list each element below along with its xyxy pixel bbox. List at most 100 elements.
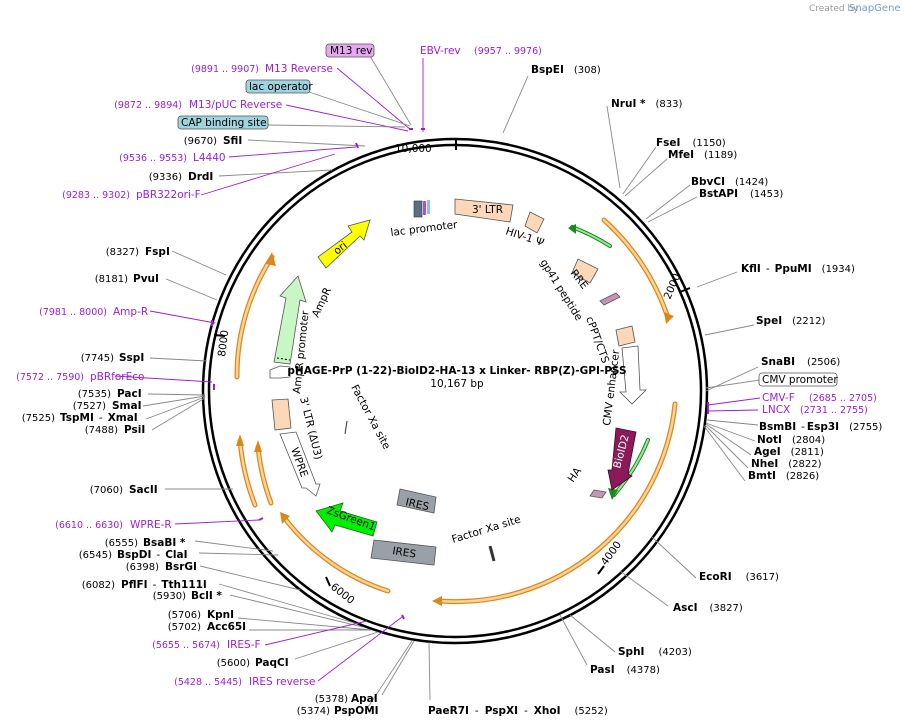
svg-text:(7535): (7535) (78, 389, 111, 400)
svg-text:EcoRI(3617): EcoRI(3617) (699, 571, 779, 583)
svg-text:(9536 .. 9553): (9536 .. 9553) (119, 153, 187, 164)
svg-text:(7525): (7525) (22, 413, 55, 424)
svg-text:(7060): (7060) (90, 485, 123, 496)
factorxa2-label: Factor Xa site (348, 383, 392, 452)
svg-text:PacI: PacI (117, 388, 142, 400)
svg-text:(9891 .. 9907): (9891 .. 9907) (191, 64, 259, 75)
ires1-feature (396, 488, 437, 514)
svg-text:ApaI: ApaI (351, 693, 378, 705)
primer-labels: EBV-rev (9957 .. 9976) (9891 .. 9907) M1… (16, 45, 877, 688)
svg-text:SpeI(2212): SpeI(2212) (756, 315, 825, 327)
svg-text:BstAPI(1453): BstAPI(1453) (699, 188, 783, 200)
factorxa1-feature (488, 545, 496, 562)
svg-text:TspMI-XmaI: TspMI-XmaI (60, 412, 138, 424)
cmv-enhancer-feature (619, 345, 647, 405)
svg-text:pBR322ori-F: pBR322ori-F (136, 189, 201, 201)
ltr5-feature: 3' LTR (454, 198, 545, 234)
bioid2-feature (607, 427, 637, 491)
svg-text:Amp-R: Amp-R (113, 306, 148, 318)
svg-text:IRES-F: IRES-F (227, 639, 261, 651)
svg-text:(9336): (9336) (149, 172, 182, 183)
svg-text:WPRE-R: WPRE-R (130, 519, 172, 531)
svg-text:(6545): (6545) (79, 550, 112, 561)
svg-text:lac operator: lac operator (249, 81, 313, 93)
svg-text:BspDI-ClaI: BspDI-ClaI (117, 549, 188, 561)
svg-text:FspI: FspI (145, 246, 170, 258)
lac-promoter-label: lac promoter (390, 219, 459, 239)
svg-text:(8181): (8181) (95, 274, 128, 285)
credit-text: Created by (809, 4, 859, 14)
svg-text:(5374): (5374) (297, 706, 330, 717)
svg-text:PspOMI: PspOMI (334, 705, 379, 717)
svg-text:(2685 .. 2705): (2685 .. 2705) (809, 393, 877, 404)
svg-text:(5428 .. 5445): (5428 .. 5445) (174, 677, 242, 688)
svg-text:(6398): (6398) (126, 562, 159, 573)
tick-label-2000: 2000 (662, 272, 683, 301)
svg-text:LNCX: LNCX (762, 404, 790, 416)
svg-text:(7488): (7488) (85, 425, 118, 436)
rre-feature (571, 258, 599, 284)
svg-text:PvuI: PvuI (133, 273, 159, 285)
svg-text:(5706): (5706) (168, 610, 201, 621)
ha-feature (589, 489, 607, 499)
svg-text:(9957 .. 9976): (9957 .. 9976) (474, 46, 542, 57)
svg-text:CMV-F: CMV-F (762, 392, 795, 404)
snapgene-logo: SnapGene (849, 3, 901, 14)
svg-text:(6610 .. 6630): (6610 .. 6630) (55, 520, 123, 531)
svg-text:PflFI-Tth111I: PflFI-Tth111I (121, 579, 207, 591)
primer-ticks (211, 128, 709, 620)
svg-text:IRES reverse: IRES reverse (249, 676, 316, 688)
ires2-feature (370, 539, 437, 566)
ori-feature (317, 219, 371, 269)
ampr-label: AmpR (310, 286, 334, 320)
svg-text:(5600): (5600) (217, 658, 250, 669)
svg-text:SnaBI(2506): SnaBI(2506) (761, 356, 840, 368)
svg-text:SfiI: SfiI (223, 135, 242, 147)
svg-text:(5655 .. 5674): (5655 .. 5674) (152, 640, 220, 651)
svg-text:(2731 .. 2755): (2731 .. 2755) (800, 405, 868, 416)
svg-text:(9670): (9670) (184, 136, 217, 147)
svg-text:SmaI: SmaI (112, 400, 142, 412)
svg-text:PaeR7I-PspXI-XhoI(5252): PaeR7I-PspXI-XhoI(5252) (428, 705, 608, 717)
svg-text:(6082): (6082) (82, 580, 115, 591)
svg-text:SphI(4203): SphI(4203) (618, 646, 692, 658)
svg-text:BspEI(308): BspEI(308) (531, 64, 601, 76)
svg-text:BsmBI-Esp3I(2755): BsmBI-Esp3I(2755) (759, 421, 882, 433)
plasmid-length: 10,167 bp (430, 378, 484, 390)
svg-text:M13/pUC Reverse: M13/pUC Reverse (189, 99, 282, 111)
svg-text:(7527): (7527) (73, 401, 106, 412)
tick-label-8000: 8000 (216, 329, 231, 357)
gp41-feature (599, 292, 621, 306)
svg-text:CMV promoter: CMV promoter (762, 374, 838, 386)
svg-text:BsaBI *: BsaBI * (143, 537, 186, 549)
ires1-label: IRES (404, 496, 430, 513)
svg-text:3' LTR: 3' LTR (472, 204, 503, 216)
svg-text:(7572 .. 7590): (7572 .. 7590) (16, 372, 84, 383)
svg-text:SacII: SacII (129, 484, 158, 496)
svg-text:KpnI: KpnI (207, 609, 234, 621)
ampr-feature (273, 275, 307, 365)
svg-text:BsrGI: BsrGI (165, 561, 197, 573)
svg-text:PasI(4378): PasI(4378) (590, 664, 660, 676)
svg-text:(9872 .. 9894): (9872 .. 9894) (114, 100, 182, 111)
svg-text:AscI(3827): AscI(3827) (673, 602, 743, 614)
svg-text:(9283 .. 9302): (9283 .. 9302) (62, 190, 130, 201)
svg-text:EBV-rev: EBV-rev (420, 45, 461, 57)
lac-promoter-feature (413, 200, 423, 218)
orf-arrowheads (236, 224, 674, 606)
svg-text:L4440: L4440 (193, 152, 226, 164)
svg-text:Acc65I: Acc65I (207, 621, 246, 633)
svg-text:NruI *(833): NruI *(833) (611, 98, 682, 110)
ha-label: HA (566, 465, 585, 485)
factorxa2-feature (344, 420, 348, 435)
svg-text:CAP binding site: CAP binding site (181, 117, 267, 129)
svg-text:M13 Reverse: M13 Reverse (265, 63, 333, 75)
cppt-label: cPPT/CTS (583, 315, 611, 365)
tick-marks (213, 139, 691, 587)
svg-text:NheI(2822): NheI(2822) (751, 458, 822, 470)
svg-text:FseI(1150): FseI(1150) (656, 137, 726, 149)
svg-text:BclI *: BclI * (191, 590, 222, 602)
plasmid-name: pHAGE-PrP (1-22)-BioID2-HA-13 x Linker- … (287, 365, 626, 377)
svg-text:DrdI: DrdI (188, 171, 213, 183)
